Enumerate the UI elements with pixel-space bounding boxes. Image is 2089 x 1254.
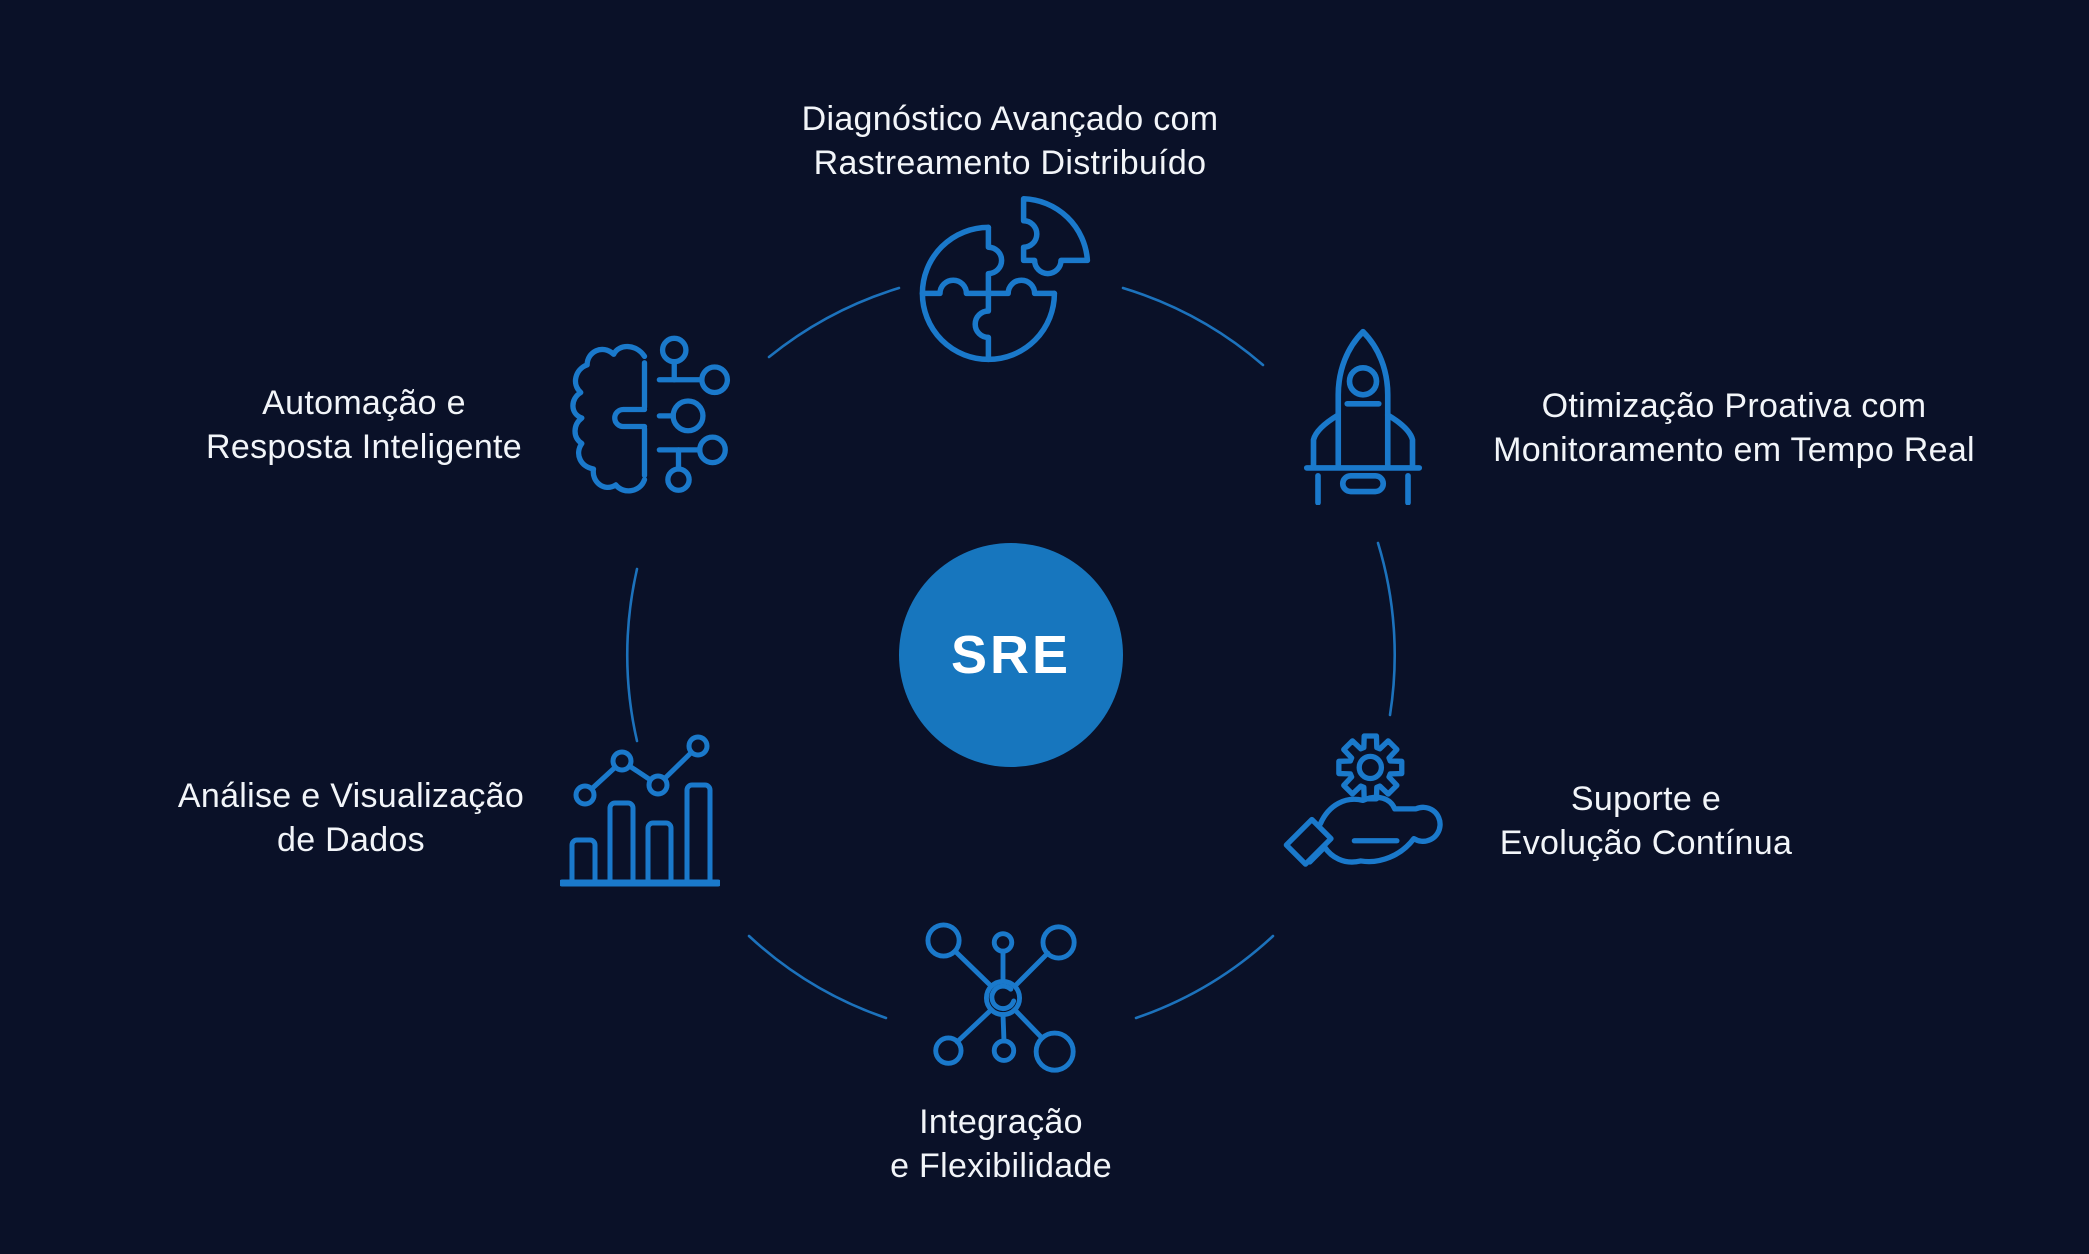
ring-arc-top-left [767, 286, 901, 359]
label-line: Monitoramento em Tempo Real [1493, 431, 1975, 469]
label-line: Resposta Inteligente [206, 428, 522, 466]
label-line: Análise e Visualização [177, 777, 525, 815]
bar-chart-icon [560, 728, 720, 888]
ring-arc-top-right [1121, 286, 1265, 367]
ring-arc-right [1376, 541, 1396, 717]
network-hub-icon [925, 920, 1081, 1076]
label-line: Rastreamento Distribuído [813, 144, 1207, 182]
sre-hub-label: SRE [950, 625, 1072, 685]
label-line: Diagnóstico Avançado com [801, 100, 1219, 138]
label-otimizacao: Otimização Proativa com Monitoramento em… [1384, 384, 2084, 472]
label-line: e Flexibilidade [890, 1147, 1112, 1185]
label-line: de Dados [277, 821, 425, 859]
label-automacao: Automação e Resposta Inteligente [64, 381, 664, 469]
sre-hub-circle: SRE [899, 543, 1123, 767]
label-suporte: Suporte e Evolução Contínua [1346, 777, 1946, 865]
label-analise: Análise e Visualização de Dados [51, 774, 651, 862]
label-line: Otimização Proativa com [1541, 387, 1927, 425]
brain-circuit-icon [568, 333, 738, 503]
rocket-icon [1273, 325, 1453, 505]
puzzle-icon [918, 190, 1094, 366]
label-line: Evolução Contínua [1499, 824, 1793, 862]
label-diagnostico: Diagnóstico Avançado com Rastreamento Di… [710, 97, 1310, 185]
label-line: Automação e [262, 384, 466, 422]
label-integracao: Integração e Flexibilidade [751, 1100, 1251, 1188]
label-line: Suporte e [1570, 780, 1722, 818]
ring-arc-bottom-left [747, 934, 888, 1020]
hand-gear-icon [1280, 726, 1450, 896]
label-line: Integração [919, 1103, 1083, 1141]
ring-arc-left [626, 567, 639, 743]
ring-arc-bottom-right [1134, 934, 1275, 1020]
